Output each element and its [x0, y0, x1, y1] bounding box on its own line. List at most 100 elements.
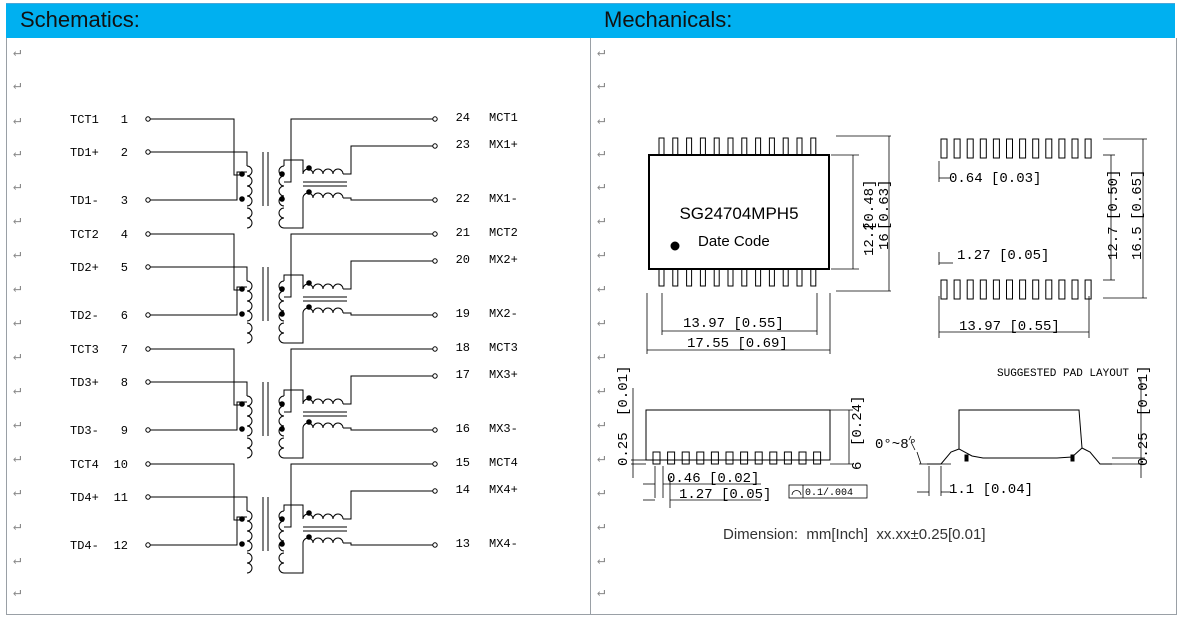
- solder-pad: [1045, 279, 1053, 300]
- polarity-dot: [239, 401, 245, 407]
- package-lead: [810, 137, 817, 156]
- pin-terminal: [145, 542, 151, 548]
- transformer-winding: [246, 437, 253, 459]
- wire: [150, 233, 241, 291]
- polarity-dot: [279, 401, 285, 407]
- pin-name-left: TD2-: [70, 309, 99, 323]
- pin-name-left: TD2+: [70, 261, 99, 275]
- solder-pad: [1058, 279, 1066, 300]
- polarity-dot: [239, 516, 245, 522]
- pin-number-right: 18: [456, 341, 470, 355]
- solder-pad: [1006, 138, 1013, 159]
- pin-number-left: 10: [114, 458, 128, 472]
- transformer-winding: [246, 165, 253, 207]
- polarity-dot: [239, 426, 245, 432]
- mechanicals-title: Mechanicals:: [604, 7, 733, 32]
- package-lead: [672, 268, 679, 287]
- pin-terminal: [432, 346, 438, 352]
- return-mark: ↵: [13, 146, 21, 162]
- mechanicals-header: Mechanicals:: [590, 3, 1175, 39]
- pin-name-left: TD3+: [70, 376, 99, 390]
- return-mark: ↵: [597, 113, 605, 129]
- pin-number-right: 22: [456, 192, 470, 206]
- pin-number-right: 19: [456, 307, 470, 321]
- pin-number-right: 15: [456, 456, 470, 470]
- pin-number-left: 8: [121, 376, 128, 390]
- transformer-winding: [246, 322, 253, 344]
- package-lead: [741, 268, 748, 287]
- choke-winding: [302, 307, 344, 314]
- return-mark: ↵: [597, 383, 605, 399]
- pin-terminal: [145, 379, 151, 385]
- return-mark: ↵: [13, 349, 21, 365]
- return-mark: ↵: [597, 315, 605, 331]
- package-lead: [713, 137, 720, 156]
- dim-side-standoff-in: [0.01]: [616, 366, 632, 416]
- solder-pad: [1071, 138, 1079, 159]
- dim-body-width: 13.97 [0.55]: [683, 316, 784, 332]
- dim-pad-inner-in: [0.50]: [1106, 170, 1122, 220]
- dim-lead-pitch: 1.27 [0.05]: [679, 487, 771, 503]
- mechanical-drawing: ↵↵↵↵↵↵↵↵↵↵↵↵↵↵↵↵↵ SG24704MPH5 Date Code …: [597, 45, 1152, 601]
- polarity-dot: [279, 516, 285, 522]
- return-mark: ↵: [597, 213, 605, 229]
- return-mark: ↵: [13, 485, 21, 501]
- polarity-dot: [306, 165, 312, 171]
- side-lead: [754, 451, 763, 465]
- pin-terminal: [145, 494, 151, 500]
- solder-pad: [953, 138, 961, 159]
- return-mark: ↵: [13, 113, 21, 129]
- solder-pad: [1032, 138, 1040, 159]
- pin-terminal: [145, 312, 151, 318]
- polarity-dot: [279, 171, 285, 177]
- side-lead: [681, 451, 690, 465]
- pin-number-left: 2: [121, 146, 128, 160]
- dim-foot-length: 1.1 [0.04]: [949, 482, 1033, 498]
- dim-pad-width: 0.64 [0.03]: [949, 171, 1041, 187]
- wire: [150, 171, 247, 201]
- solder-pad: [992, 138, 1000, 159]
- pin-name-left: TCT3: [70, 343, 99, 357]
- solder-pad: [979, 138, 987, 159]
- pin-name-right: MX1+: [489, 138, 518, 152]
- transformer-winding: [246, 395, 253, 437]
- wire: [150, 516, 247, 546]
- wire: [283, 274, 304, 289]
- pin-number-right: 20: [456, 253, 470, 267]
- solder-pad: [1019, 138, 1027, 159]
- return-mark: ↵: [13, 519, 21, 535]
- wire: [284, 233, 433, 298]
- pin-terminal: [432, 116, 438, 122]
- wire: [343, 542, 433, 546]
- pin-name-left: TCT4: [70, 458, 99, 472]
- dim-lead-angle: 0°~8°: [875, 437, 917, 453]
- transformer-winding: [246, 510, 253, 552]
- return-mark: ↵: [597, 146, 605, 162]
- package-lead: [782, 268, 789, 287]
- polarity-dot: [239, 541, 245, 547]
- polarity-dot: [279, 311, 285, 317]
- pin-terminal: [432, 143, 438, 149]
- schematics-header: Schematics:: [6, 3, 590, 39]
- return-mark: ↵: [13, 213, 21, 229]
- pin-name-right: MX4+: [489, 483, 518, 497]
- polarity-dot: [306, 189, 312, 195]
- pin-number-right: 21: [456, 226, 470, 240]
- wire: [343, 145, 433, 175]
- dimension-note: Dimension: mm[Inch] xx.xx±0.25[0.01]: [723, 526, 986, 543]
- polarity-dot: [306, 395, 312, 401]
- wire: [150, 381, 248, 396]
- pin-terminal: [145, 149, 151, 155]
- pin-name-left: TD1-: [70, 194, 99, 208]
- package-lead: [755, 137, 762, 156]
- dim-body-height-in: [0.48]: [862, 180, 878, 230]
- dim-body-height-mm: 12.2: [862, 222, 878, 256]
- mechanicals-panel: ↵↵↵↵↵↵↵↵↵↵↵↵↵↵↵↵↵ SG24704MPH5 Date Code …: [590, 38, 1177, 615]
- package-lead: [686, 268, 693, 287]
- package-lead: [713, 268, 720, 287]
- pin-terminal: [432, 197, 438, 203]
- package-lead: [741, 137, 748, 156]
- return-mark: ↵: [13, 281, 21, 297]
